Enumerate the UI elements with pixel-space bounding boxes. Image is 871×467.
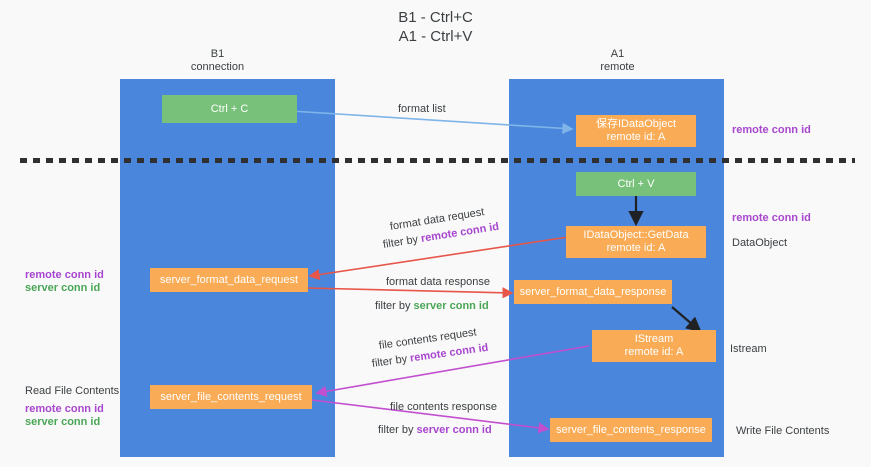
arrow-response-to-istream	[671, 306, 702, 333]
arrow-format-data-request	[308, 235, 576, 281]
box-server-format-data-request[interactable]: server_format_data_request	[150, 268, 308, 292]
arrow-file-contents-response	[311, 399, 550, 434]
label-file-contents-response-filter: filter by server conn id	[378, 423, 492, 437]
column-header-a1-name: A1	[610, 48, 625, 60]
label-format-list: format list	[398, 103, 446, 115]
box-ctrl-v[interactable]: Ctrl + V	[576, 172, 696, 196]
box-server-file-contents-response-label: server_file_contents_response	[556, 423, 706, 436]
box-server-format-data-response[interactable]: server_format_data_response	[514, 280, 672, 304]
arrow-file-contents-request	[315, 345, 590, 397]
box-save-idataobject-line1: 保存IDataObject	[595, 118, 677, 130]
box-server-file-contents-request-label: server_file_contents_request	[160, 390, 302, 403]
box-ctrl-c-label: Ctrl + C	[210, 102, 249, 115]
box-idataobject-getdata-line1: IDataObject::GetData	[583, 229, 689, 241]
side-label-left-remote-conn-id-2: remote conn id	[25, 403, 104, 415]
box-server-file-contents-request[interactable]: server_file_contents_request	[150, 385, 312, 409]
arrow-format-data-response	[306, 287, 514, 299]
label-format-data-response: format data response	[386, 275, 490, 289]
box-save-idataobject[interactable]: 保存IDataObject remote id: A	[576, 115, 696, 147]
box-server-format-data-response-label: server_format_data_response	[519, 285, 667, 298]
box-istream[interactable]: IStream remote id: A	[592, 330, 716, 362]
diagram-title: B1 - Ctrl+C A1 - Ctrl+V	[0, 8, 871, 46]
title-line-2: A1 - Ctrl+V	[398, 28, 473, 45]
phase-divider	[20, 158, 855, 163]
box-idataobject-getdata-line2: remote id: A	[606, 242, 666, 254]
side-label-left-server-conn-id-1: server conn id	[25, 282, 101, 294]
box-istream-line1: IStream	[634, 333, 674, 345]
label-file-contents-response-filter-key: server conn id	[416, 424, 492, 436]
side-label-left-server-conn-id-2: server conn id	[25, 416, 101, 428]
side-label-right-remote-conn-id-2: remote conn id	[732, 212, 811, 224]
box-ctrl-c[interactable]: Ctrl + C	[162, 95, 297, 123]
side-label-left-remote-conn-id-1: remote conn id	[25, 269, 104, 281]
box-ctrl-v-label: Ctrl + V	[617, 177, 655, 190]
column-header-b1-sub: connection	[190, 61, 245, 73]
box-save-idataobject-line2: remote id: A	[606, 131, 666, 143]
column-header-b1-name: B1	[210, 48, 225, 60]
arrow-format-list	[274, 109, 574, 134]
box-idataobject-getdata[interactable]: IDataObject::GetData remote id: A	[566, 226, 706, 258]
column-header-a1-sub: remote	[600, 61, 635, 73]
box-server-format-data-request-label: server_format_data_request	[159, 273, 299, 286]
label-file-contents-response-text: file contents response	[390, 401, 498, 413]
side-label-read-file-contents: Read File Contents	[25, 385, 120, 397]
column-header-a1: A1 remote	[560, 48, 675, 74]
label-file-contents-response: file contents response	[390, 400, 497, 414]
label-format-data-response-filter: filter by server conn id	[375, 299, 489, 313]
title-line-1: B1 - Ctrl+C	[398, 9, 473, 26]
label-format-data-response-filter-key: server conn id	[413, 300, 489, 312]
label-format-data-response-text: format data response	[386, 276, 490, 288]
side-label-istream: Istream	[730, 343, 767, 355]
label-format-data-response-filter-prefix: filter by	[375, 300, 414, 312]
box-istream-line2: remote id: A	[624, 346, 684, 358]
side-label-write-file-contents: Write File Contents	[736, 425, 830, 437]
column-header-b1: B1 connection	[160, 48, 275, 74]
box-server-file-contents-response[interactable]: server_file_contents_response	[550, 418, 712, 442]
side-label-right-remote-conn-id-1: remote conn id	[732, 124, 811, 136]
label-file-contents-response-filter-prefix: filter by	[378, 424, 417, 436]
side-label-dataobject: DataObject	[732, 237, 788, 249]
